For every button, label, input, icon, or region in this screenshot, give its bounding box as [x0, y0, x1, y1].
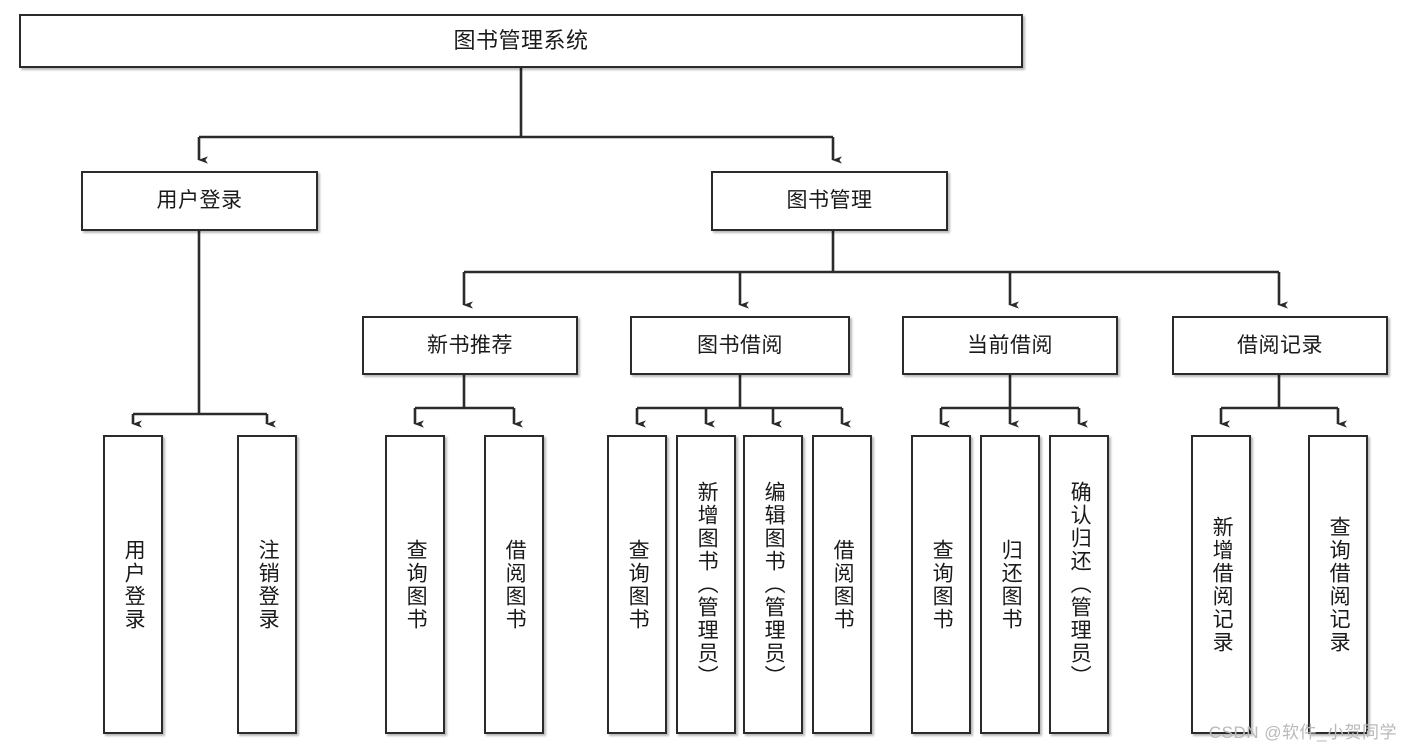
node-label: 新书推荐 [427, 333, 513, 357]
node-label: 编辑图书（管理员） [762, 481, 786, 688]
leaf-borrow-record-query-record[interactable]: 查询借阅记录 [1308, 435, 1368, 734]
leaf-book-borrow-add-book-admin[interactable]: 新增图书（管理员） [676, 435, 736, 734]
node-book-borrowing[interactable]: 图书借阅 [630, 316, 850, 375]
csdn-watermark: CSDN @软件_小贺同学 [1208, 723, 1397, 742]
node-current-borrowing[interactable]: 当前借阅 [902, 316, 1118, 375]
node-label: 新增借阅记录 [1210, 515, 1234, 654]
leaf-current-borrow-return-books[interactable]: 归还图书 [980, 435, 1040, 734]
leaf-book-borrow-borrow-books[interactable]: 借阅图书 [812, 435, 872, 734]
node-root-book-management-system[interactable]: 图书管理系统 [19, 14, 1023, 68]
leaf-current-borrow-query-books[interactable]: 查询图书 [911, 435, 971, 734]
node-label: 新增图书（管理员） [695, 481, 719, 688]
node-label: 查询借阅记录 [1327, 515, 1351, 654]
node-borrowing-record[interactable]: 借阅记录 [1172, 316, 1388, 375]
node-label: 图书管理系统 [453, 27, 589, 53]
node-label: 图书借阅 [697, 333, 783, 357]
node-label: 注销登录 [256, 538, 280, 631]
node-book-management[interactable]: 图书管理 [711, 171, 948, 231]
node-user-login[interactable]: 用户登录 [81, 171, 318, 231]
leaf-book-borrow-query-books[interactable]: 查询图书 [607, 435, 667, 734]
node-label: 借阅图书 [831, 538, 855, 631]
leaf-user-login-logout[interactable]: 注销登录 [237, 435, 297, 734]
node-label: 查询图书 [930, 538, 954, 631]
node-label: 确认归还（管理员） [1068, 481, 1092, 688]
node-label: 图书管理 [786, 189, 873, 213]
node-new-book-recommendation[interactable]: 新书推荐 [362, 316, 578, 375]
node-label: 用户登录 [122, 538, 146, 631]
leaf-current-borrow-confirm-return-admin[interactable]: 确认归还（管理员） [1049, 435, 1109, 734]
node-label: 归还图书 [999, 538, 1023, 631]
node-label: 借阅图书 [503, 538, 527, 631]
node-label: 查询图书 [626, 538, 650, 631]
node-label: 用户登录 [156, 189, 243, 213]
leaf-new-book-query-books[interactable]: 查询图书 [385, 435, 445, 734]
leaf-user-login-login[interactable]: 用户登录 [103, 435, 163, 734]
node-label: 借阅记录 [1237, 333, 1323, 357]
node-label: 当前借阅 [967, 333, 1053, 357]
node-label: 查询图书 [404, 538, 428, 631]
leaf-borrow-record-add-record[interactable]: 新增借阅记录 [1191, 435, 1251, 734]
leaf-new-book-borrow-books[interactable]: 借阅图书 [484, 435, 544, 734]
leaf-book-borrow-edit-book-admin[interactable]: 编辑图书（管理员） [743, 435, 803, 734]
